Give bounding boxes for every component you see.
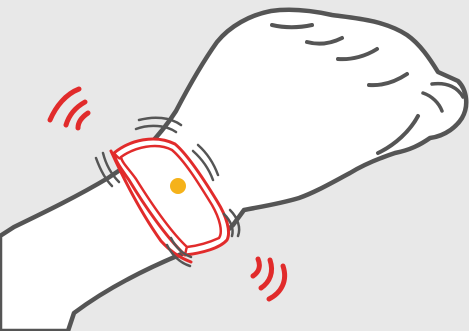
status-light-icon: [170, 178, 186, 194]
